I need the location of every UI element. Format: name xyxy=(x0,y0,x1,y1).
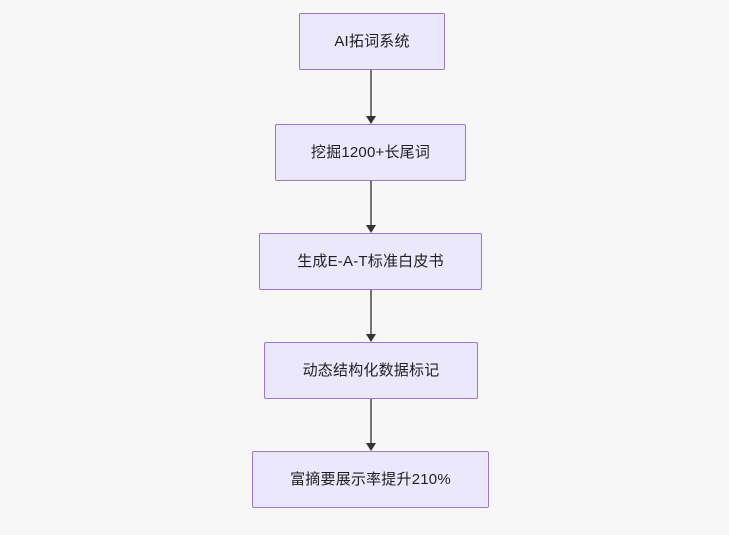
arrowhead-icon xyxy=(366,334,376,342)
flow-edge-2 xyxy=(366,181,376,233)
arrowhead-icon xyxy=(366,443,376,451)
edge-line xyxy=(370,70,372,117)
flow-node-ai-keyword-system[interactable]: AI拓词系统 xyxy=(299,13,445,70)
flow-node-label: 富摘要展示率提升210% xyxy=(290,471,451,488)
flow-node-label: 动态结构化数据标记 xyxy=(302,362,440,379)
arrowhead-icon xyxy=(366,225,376,233)
arrowhead-icon xyxy=(366,116,376,124)
flow-node-label: 生成E-A-T标准白皮书 xyxy=(297,253,444,270)
flow-node-dynamic-structured-data-markup[interactable]: 动态结构化数据标记 xyxy=(264,342,478,399)
edge-line xyxy=(370,290,372,335)
flow-edge-3 xyxy=(366,290,376,342)
flow-edge-1 xyxy=(366,70,376,124)
edge-line xyxy=(370,181,372,226)
flow-node-label: 挖掘1200+长尾词 xyxy=(310,144,431,161)
flow-node-generate-eat-whitepaper[interactable]: 生成E-A-T标准白皮书 xyxy=(259,233,482,290)
flow-node-rich-snippet-impression-uplift[interactable]: 富摘要展示率提升210% xyxy=(252,451,489,508)
flow-node-mine-longtail-keywords[interactable]: 挖掘1200+长尾词 xyxy=(275,124,466,181)
flow-edge-4 xyxy=(366,399,376,451)
edge-line xyxy=(370,399,372,444)
flow-node-label: AI拓词系统 xyxy=(334,33,410,50)
